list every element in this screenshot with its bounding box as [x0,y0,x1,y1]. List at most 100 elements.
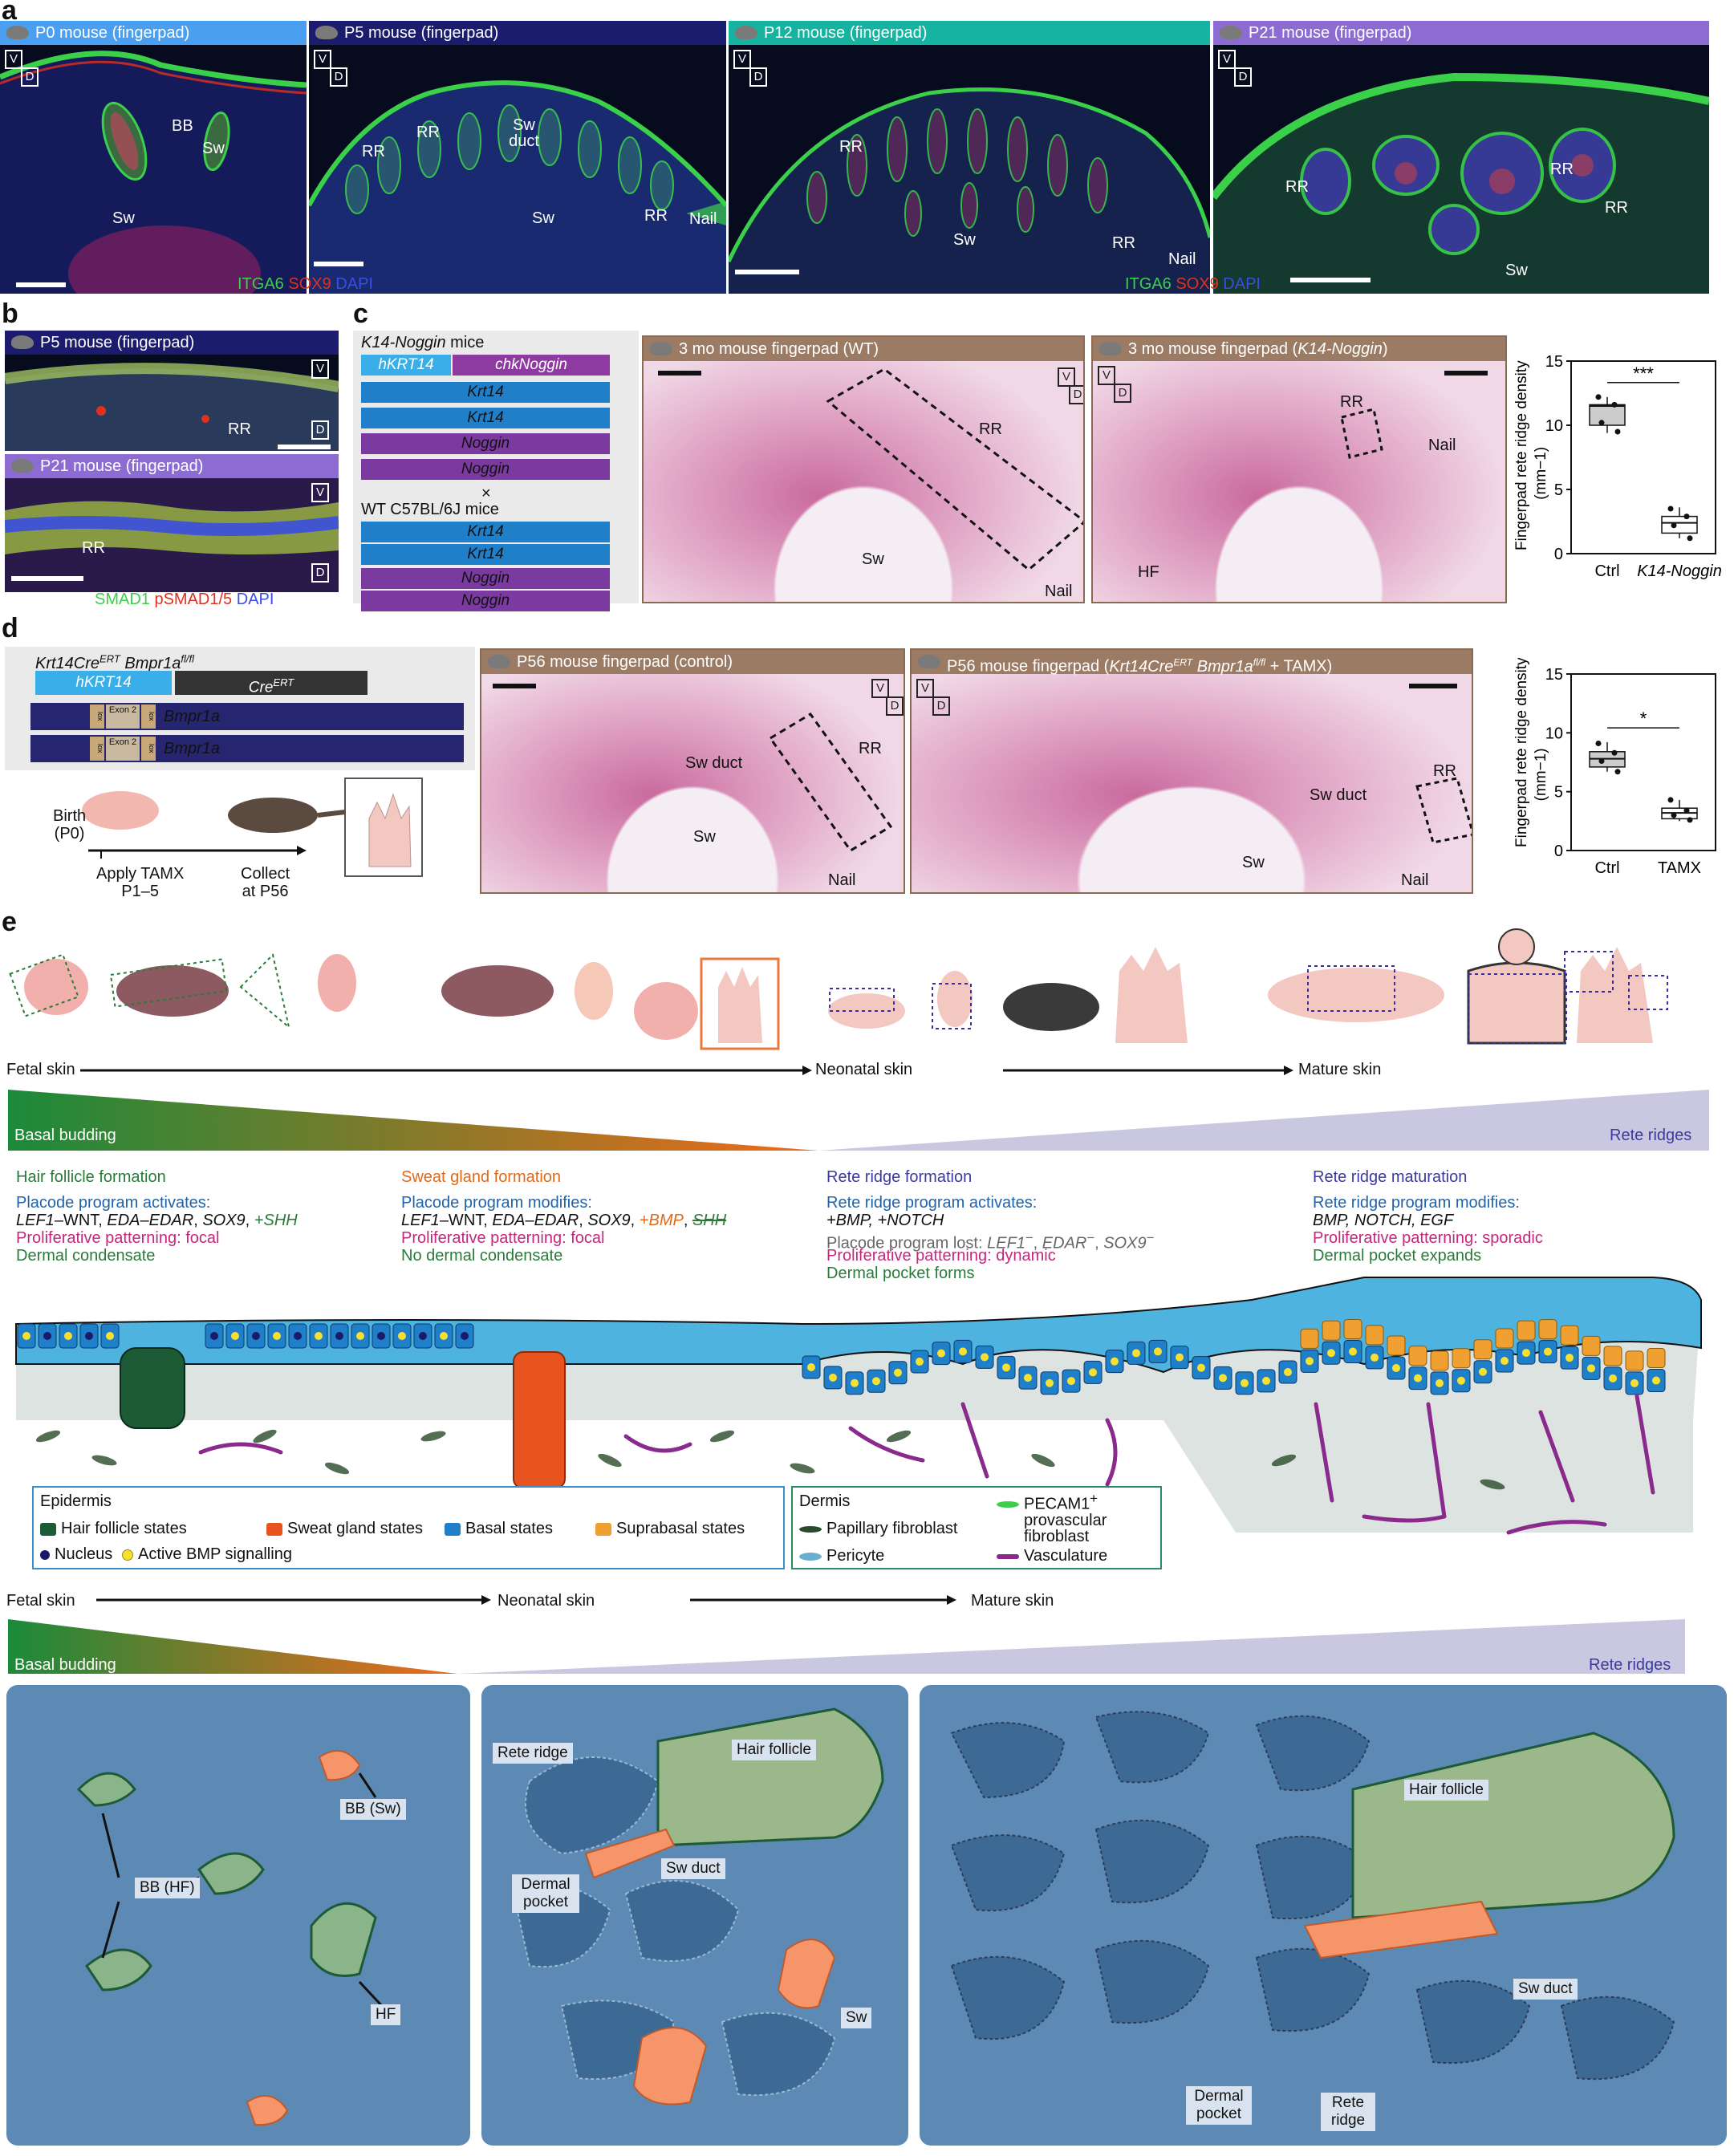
col3-line1: +BMP, +NOTCH [826,1212,944,1229]
scale-bar [1409,684,1457,688]
transgene-noggin: chkNoggin [453,355,610,376]
bmp-signal-dot [1349,1347,1357,1356]
bmp-signal-dot [356,1332,364,1340]
neonatal-ridges [512,1707,884,2105]
label: Sw [953,231,976,249]
suprabasal-cell [1365,1325,1384,1346]
mice-title-d: Krt14CreERT Bmpr1afl/fl [35,652,195,672]
bmp-signal-dot [829,1373,837,1382]
pecam-fibroblast-icon [997,1501,1019,1508]
significance-label: *** [1633,363,1654,384]
histology-c-noggin: 3 mo mouse fingerpad (K14-Noggin) V D RR… [1091,335,1507,603]
y-axis-label: Fingerpad rete ridge density [1513,658,1530,847]
bmp-signal-dot [398,1332,406,1340]
y-tick-label: 0 [1554,843,1563,860]
label: RR [416,124,440,141]
lower-fetal: Fetal skin [6,1592,75,1610]
gene-krt14: Krt14 [361,408,610,428]
data-point [1614,428,1621,435]
bmp-dot [122,1549,133,1561]
timeline-fetal: Fetal skin [6,1061,75,1078]
label: RR [1285,178,1309,196]
micrograph-header: P12 mouse (fingerpad) [729,21,1210,45]
bmpr1a-allele: lox Exon 2 lox Bmpr1a [30,703,464,730]
gene-noggin: Noggin [361,568,610,589]
bmp-signal-dot [1306,1357,1314,1366]
col4-line2: Proliferative patterning: sporadic [1313,1229,1543,1247]
p21-tissue [1213,72,1709,294]
micrograph-p21: P21 mouse (fingerpad) V D RR RR RR Sw [1213,21,1709,294]
col4-sub: Rete ridge program modifies: [1313,1194,1520,1212]
stain-legend-b: SMAD1 pSMAD1/5 DAPI [95,591,274,608]
bmp-signal-dot [440,1332,448,1340]
v-marker: V [1218,50,1236,69]
nucleus-dot [252,1332,260,1340]
mouse-icon [488,655,510,668]
fetal-buds [76,1750,384,2126]
y-axis-unit: (mm−1) [1533,447,1549,500]
suprabasal-cell [1582,1335,1601,1356]
scale-bar [11,576,83,581]
label: Nail [1168,250,1196,268]
bmp-signal-dot [315,1332,323,1340]
bmp-signal-dot [1414,1374,1422,1383]
histology-header: 3 mo mouse fingerpad (K14-Noggin) [1093,337,1505,361]
lox-site: lox [90,704,104,729]
nucleus-dot [294,1332,302,1340]
b-p21-tissue [5,478,339,592]
bmp-signal-dot [872,1377,880,1386]
micrograph-b-p5: P5 mouse (fingerpad) V D RR [5,331,339,451]
p0-tissue [0,51,307,294]
y-axis-label: Fingerpad rete ridge density [1513,360,1530,550]
mouse-icon [918,655,940,668]
panel-a-label: a [2,0,17,26]
callout-hair-follicle: Hair follicle [732,1740,816,1760]
micrograph-header: P5 mouse (fingerpad) [309,21,726,45]
basal-swatch [445,1522,461,1536]
legend-supra: Suprabasal states [595,1520,745,1537]
suprabasal-cell [1517,1320,1536,1341]
label: Sw [112,209,135,227]
label: RR [1605,199,1628,217]
gene-label: Bmpr1a [164,740,221,757]
legend-title: Epidermis [40,1492,112,1510]
stain-legend-a1: ITGA6 SOX9 DAPI [238,275,373,293]
label: Sw [1505,262,1528,279]
bmp-signal-dot [106,1332,114,1340]
cross-sign: × [481,485,491,502]
label: Sw [862,550,884,568]
label: Sw duct [1310,786,1367,804]
data-point [1614,769,1621,775]
plot-frame [1570,360,1716,554]
exon-2: Exon 2 [106,704,140,729]
bmp-signal-dot [1609,1374,1617,1383]
bmp-signal-dot [1500,1357,1509,1366]
suprabasal-cell [1603,1346,1622,1366]
bmp-signal-dot [1067,1377,1075,1386]
bmpr1a-allele: lox Exon 2 lox Bmpr1a [30,735,464,762]
bmp-signal-dot [1132,1349,1140,1358]
mouse-icon [315,26,338,39]
bmp-signal-dot [1436,1378,1444,1387]
nucleus-dot [85,1332,93,1340]
bmp-signal-dot [1587,1364,1595,1373]
label: RR [228,420,251,438]
histology-c-wt: 3 mo mouse fingerpad (WT) V D RR Sw Nail [642,335,1085,603]
label: RR [979,420,1002,438]
bmp-signal-dot [1565,1354,1574,1362]
micrograph-header: P21 mouse (fingerpad) [1213,21,1709,45]
data-point [1667,797,1674,803]
bmp-signal-dot [1089,1368,1097,1377]
gene-krt14: Krt14 [361,522,610,542]
label: BB [172,117,193,135]
scale-bar [278,445,331,449]
label: Sw [532,209,554,227]
label: Nail [1401,871,1429,889]
gene-krt14: Krt14 [361,382,610,403]
micrograph-header: P0 mouse (fingerpad) [0,21,307,45]
col2-title: Sweat gland formation [401,1168,562,1186]
col4-title: Rete ridge maturation [1313,1168,1468,1186]
data-point [1671,522,1677,529]
